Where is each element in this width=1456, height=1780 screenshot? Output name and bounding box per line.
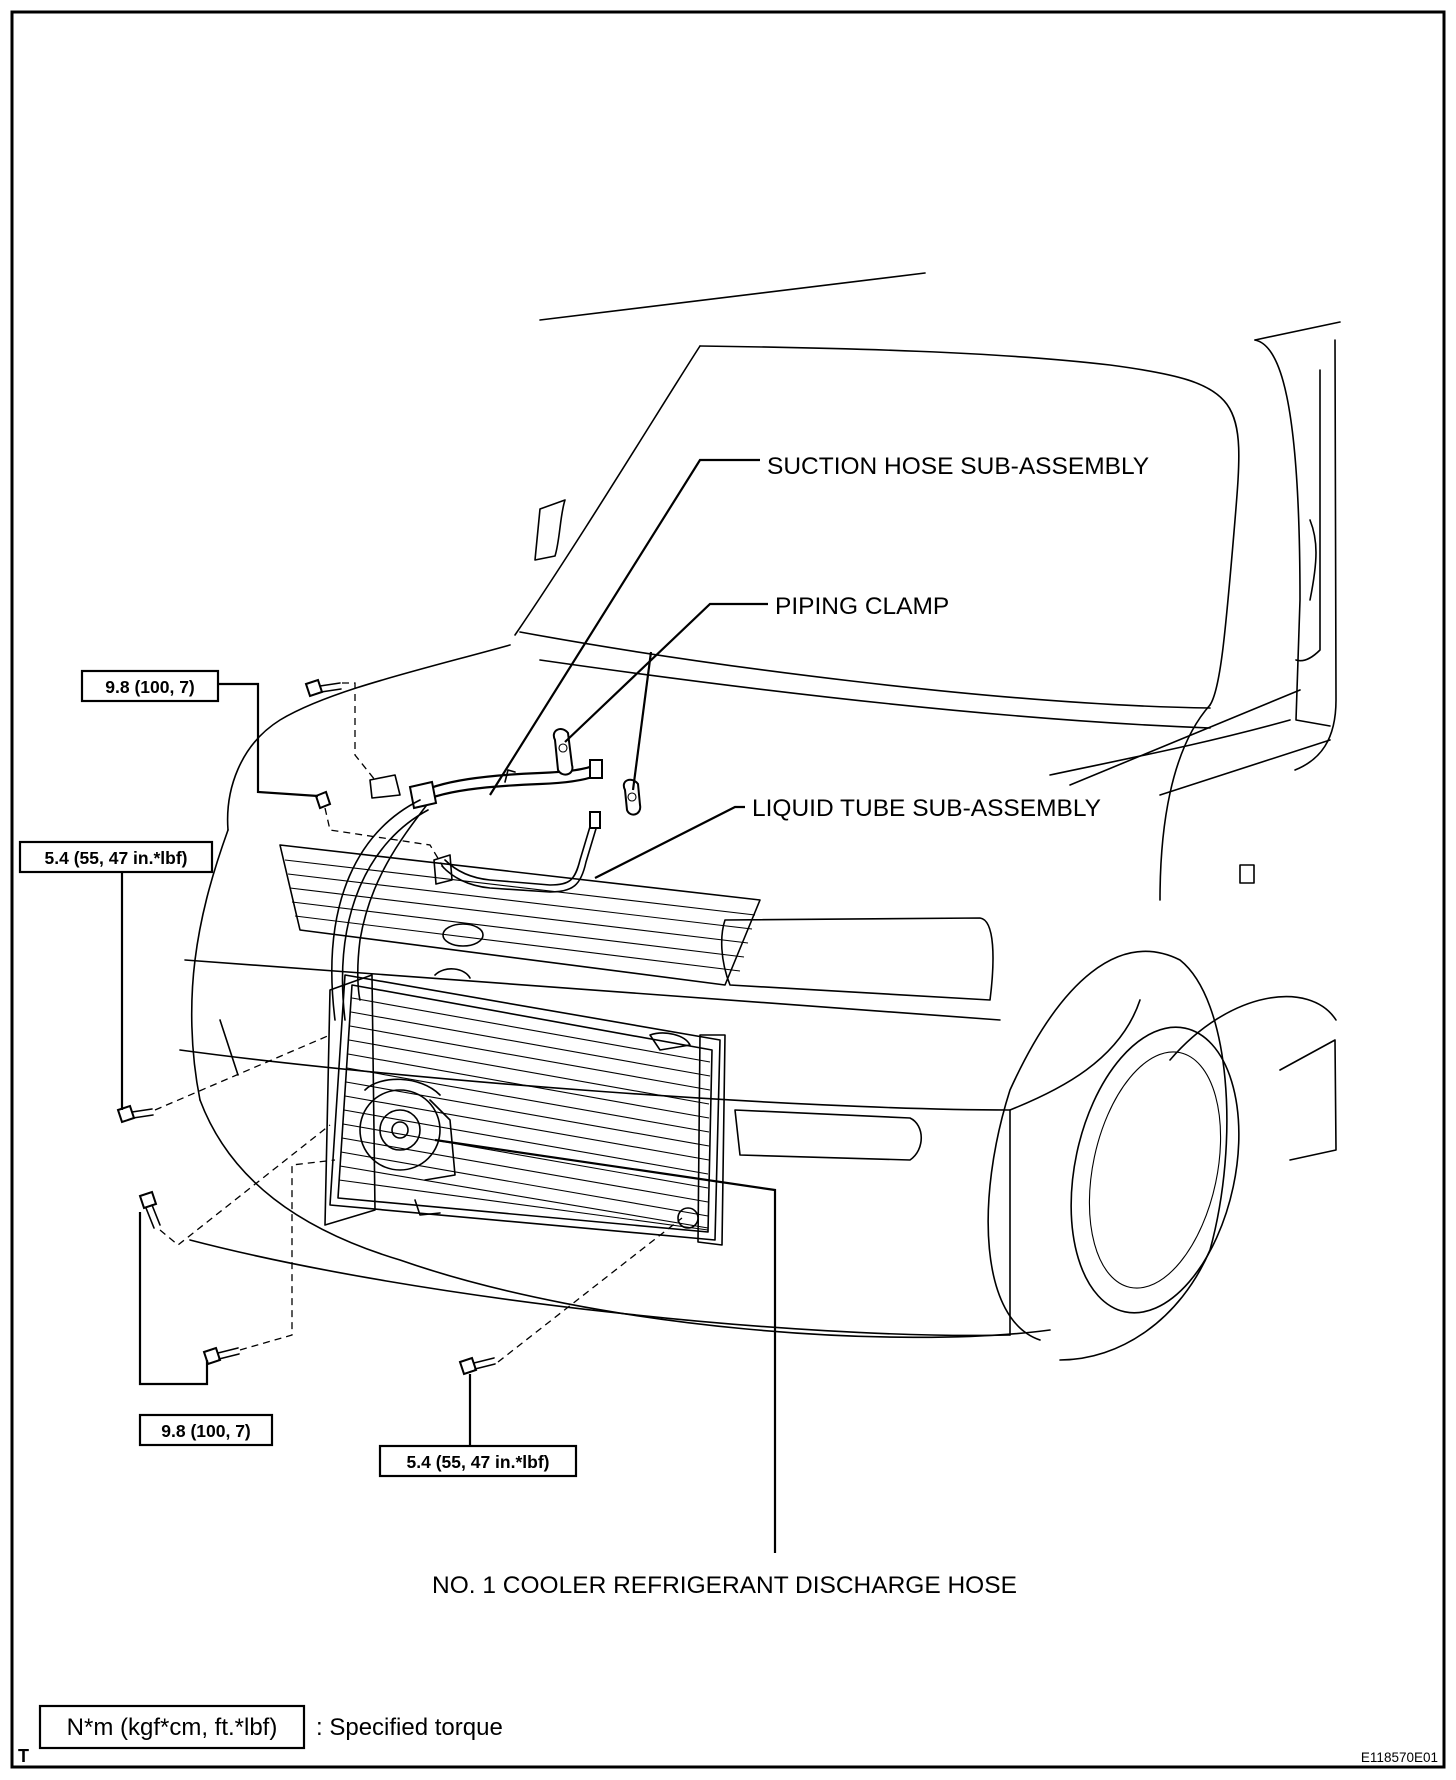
torque-value-mid-left: 5.4 (55, 47 in.*lbf) [45, 848, 188, 868]
suction-hose-pipe [414, 763, 596, 796]
bolt-bottom-center [458, 1356, 496, 1376]
torque-box-bottom-center: 5.4 (55, 47 in.*lbf) [378, 1444, 578, 1478]
condenser-core [329, 974, 721, 1241]
condenser-fins [338, 997, 711, 1231]
fog-lamp [734, 1109, 923, 1161]
condenser-assembly [324, 968, 726, 1246]
hood-right-edge [1159, 704, 1211, 901]
bolt-bottom-left [202, 1346, 240, 1366]
liquid-tube-end [589, 811, 601, 829]
torque-value-bottom-center: 5.4 (55, 47 in.*lbf) [407, 1452, 550, 1472]
grille [279, 844, 761, 986]
door-frame [1294, 339, 1337, 771]
callout-leaders [120, 458, 777, 1553]
bumper-left-notch [219, 1019, 239, 1076]
bumper-upper [184, 959, 1001, 1021]
figure-frame [10, 10, 1446, 1769]
bolt-hood-bracket [314, 790, 332, 810]
side-window [1295, 369, 1321, 662]
leader-discharge-hose [434, 1138, 777, 1553]
condenser-bottom-fitting [677, 1207, 699, 1229]
bumper-bottom [189, 1239, 1011, 1337]
windshield-left-pillar [514, 345, 701, 636]
leader-piping-clamp-2 [631, 651, 653, 791]
legend-units: N*m (kgf*cm, ft.*lbf) [67, 1714, 278, 1741]
liquid-tube-line-b [441, 821, 599, 893]
vehicle-illustration [179, 272, 1341, 1361]
hood-crease [1049, 719, 1291, 776]
bolts [116, 678, 496, 1376]
hood-crease-2 [1069, 689, 1301, 786]
discharge-hose-line-a [331, 799, 421, 1021]
roof-rear-line [1254, 321, 1341, 341]
dashed-install-lines [154, 682, 683, 1363]
condenser-top-fitting [649, 1032, 691, 1051]
bumper-mid [179, 1049, 1011, 1111]
tube-bracket [433, 854, 453, 885]
torque-box-bottom-left: 9.8 (100, 7) [138, 1413, 274, 1447]
compressor [359, 1078, 456, 1181]
hose-stub [504, 769, 516, 783]
discharge-hose-line-c [357, 805, 427, 1001]
mirror-edge [1309, 519, 1317, 601]
leader-liquid-tube [594, 805, 745, 879]
left-mirror [534, 499, 566, 561]
a-pillar [1254, 339, 1331, 727]
front-corner [1009, 999, 1141, 1111]
torque-value-bottom-left: 9.8 (100, 7) [161, 1421, 251, 1441]
label-suction-hose: SUCTION HOSE SUB-ASSEMBLY [767, 453, 1149, 480]
leader-piping-clamp [564, 602, 768, 743]
bolt-mid-left [116, 1104, 154, 1124]
cowl-line [539, 659, 1211, 729]
piping-clamps [552, 728, 642, 816]
fender-line [1159, 739, 1331, 796]
label-liquid-tube: LIQUID TUBE SUB-ASSEMBLY [752, 795, 1101, 822]
condenser-top-bracket [434, 968, 471, 979]
legend-box [38, 1704, 306, 1750]
label-discharge-hose: NO. 1 COOLER REFRIGERANT DISCHARGE HOSE [432, 1572, 1017, 1599]
roof-line [539, 272, 926, 321]
legend: N*m (kgf*cm, ft.*lbf) : Specified torque [38, 1704, 503, 1750]
bolt-lower-left [138, 1190, 161, 1229]
suction-hose-end [589, 759, 603, 779]
receiver-tank [697, 1034, 726, 1246]
legend-description: : Specified torque [316, 1714, 503, 1741]
discharge-hose-line-b [341, 809, 429, 1021]
torque-box-mid-left: 5.4 (55, 47 in.*lbf) [18, 840, 214, 874]
windshield-outer [699, 345, 1240, 706]
label-piping-clamp: PIPING CLAMP [775, 593, 949, 620]
figure-code: E118570E01 [1361, 1750, 1438, 1765]
ac-piping [331, 759, 603, 1021]
liquid-tube-line-a [444, 819, 593, 886]
leader-torque-top-left [218, 682, 319, 798]
front-wheel [987, 950, 1337, 1361]
hood-left-edge [226, 644, 511, 831]
headlight [720, 917, 994, 1001]
hood-bracket [369, 774, 401, 799]
leader-torque-bottom-left [138, 1212, 209, 1386]
leader-suction-hose [489, 458, 760, 796]
bolt-top-left [304, 678, 342, 698]
windshield-bottom [519, 631, 1211, 709]
corner-mark: T [18, 1746, 29, 1766]
piping-clamp-right [622, 778, 642, 816]
bumper-lower [199, 1099, 1051, 1339]
torque-box-top-left: 9.8 (100, 7) [80, 669, 220, 703]
torque-value-top-left: 9.8 (100, 7) [105, 677, 195, 697]
fuel-door [1239, 864, 1255, 884]
